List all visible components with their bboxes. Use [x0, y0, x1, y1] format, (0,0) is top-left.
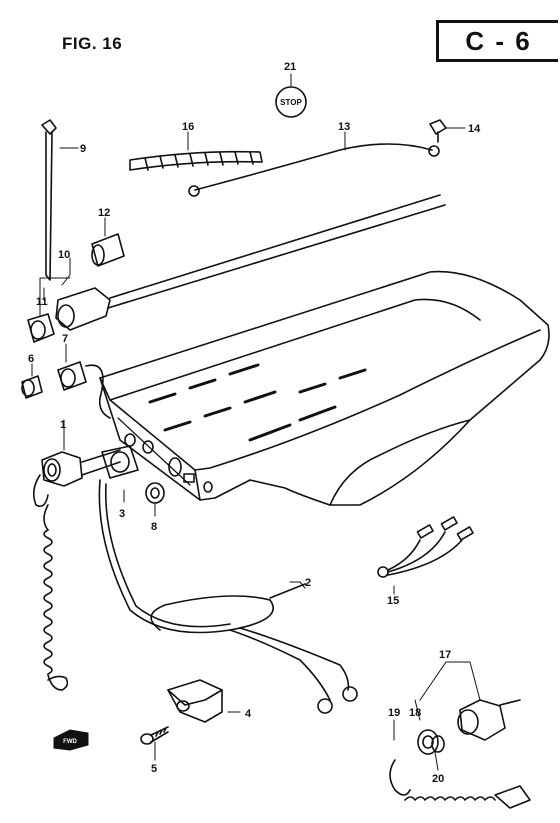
part-2-cable: [98, 479, 358, 714]
callout-6: 6: [28, 353, 34, 365]
part-1-stop-switch: [32, 449, 121, 691]
callout-10: 10: [58, 249, 70, 261]
part-18-nut: [417, 729, 439, 755]
leader-lines: [31, 73, 481, 771]
callout-13: 13: [338, 121, 350, 133]
part-12-sleeve: [91, 233, 125, 267]
callout-21: 21: [284, 61, 296, 73]
callout-7: 7: [62, 333, 68, 345]
part-3-grommet: [101, 445, 139, 479]
callout-19: 19: [388, 707, 400, 719]
callout-20: 20: [432, 773, 444, 785]
callout-4: 4: [245, 708, 252, 720]
stop-label-text: STOP: [280, 98, 302, 107]
section-code-box: C - 6: [436, 20, 558, 62]
callout-12: 12: [98, 207, 110, 219]
callout-5: 5: [151, 763, 157, 775]
fwd-arrow-icon: FWD: [53, 729, 89, 751]
callout-11: 11: [36, 296, 48, 308]
part-13-ground-wire: [188, 143, 440, 197]
part-14-bolt: [429, 119, 447, 143]
callout-16: 16: [182, 121, 194, 133]
part-9-cable-tie: [41, 119, 57, 281]
callout-18: 18: [409, 707, 421, 719]
part-7-switch: [57, 361, 111, 419]
part-10-connector: [55, 194, 446, 331]
callout-17: 17: [439, 649, 451, 661]
part-20-washer: [431, 735, 445, 753]
callout-9: 9: [80, 143, 86, 155]
part-21-stop-label: [275, 86, 307, 118]
callout-3: 3: [119, 508, 125, 520]
part-16-spiral-tube: [129, 150, 263, 171]
electrical-box: [99, 270, 550, 506]
callout-15: 15: [387, 595, 399, 607]
part-19-lanyard: [389, 759, 531, 809]
part-6-cap: [21, 375, 43, 399]
part-5-screw: [140, 726, 169, 745]
callout-1: 1: [60, 419, 66, 431]
callout-8: 8: [151, 521, 157, 533]
part-15-harness: [377, 516, 474, 578]
part-8-grommet: [145, 482, 165, 504]
part-11-connector-cap: [27, 313, 55, 343]
part-4-clamp: [167, 679, 223, 723]
callout-14: 14: [468, 123, 481, 135]
fwd-label: FWD: [63, 739, 77, 745]
callout-2: 2: [305, 577, 311, 589]
figure-title: FIG. 16: [62, 34, 123, 53]
part-17-switch-assembly: [457, 699, 521, 741]
